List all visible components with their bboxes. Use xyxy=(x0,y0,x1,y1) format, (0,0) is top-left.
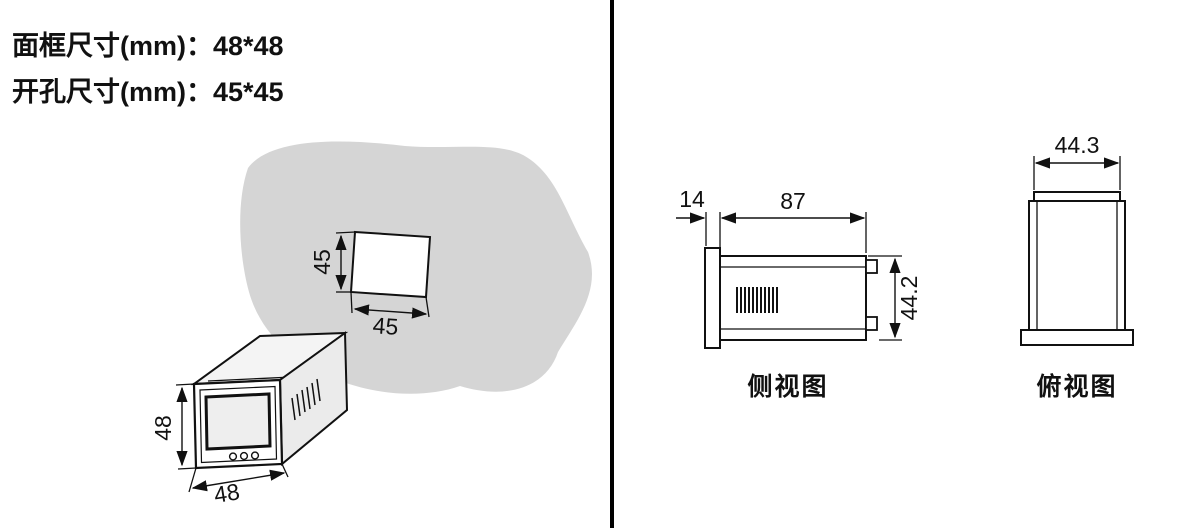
cutout-height-dimension: 45 xyxy=(309,231,356,293)
cutout-width-text: 45 xyxy=(372,312,399,340)
side-height-text: 44.2 xyxy=(896,276,922,321)
cutout-width-dimension: 45 xyxy=(350,291,430,340)
meter-3d xyxy=(190,331,349,470)
top-view-label: 俯视图 xyxy=(1036,372,1117,401)
flange-depth-text: 14 xyxy=(679,186,705,212)
cutout-height-text: 45 xyxy=(309,249,335,275)
side-view-terminal xyxy=(865,316,878,331)
top-width-dimension: 44.3 xyxy=(1033,132,1121,190)
side-height-dimension: 44.2 xyxy=(868,255,922,341)
panel-cutout xyxy=(349,230,432,299)
side-view-vents xyxy=(736,287,778,313)
side-view-label: 侧视图 xyxy=(747,372,828,401)
meter-button xyxy=(228,452,238,461)
body-length-dimension: 87 xyxy=(720,188,867,253)
flange-depth-dimension: 14 xyxy=(676,186,721,253)
meter-front-inner-frame xyxy=(199,385,278,464)
top-width-text: 44.3 xyxy=(1055,132,1100,158)
top-view-body xyxy=(1028,200,1126,331)
top-view-lip xyxy=(1033,191,1121,202)
meter-width-dimension: 48 xyxy=(188,463,289,508)
meter-button xyxy=(250,451,260,460)
side-view-terminal xyxy=(865,259,878,274)
meter-side-vents xyxy=(291,378,321,421)
top-view-flange xyxy=(1020,329,1134,346)
meter-top-seam xyxy=(207,376,293,382)
header-line-2: 开孔尺寸(mm)：45*45 xyxy=(12,77,284,107)
top-view: 44.3 俯视图 xyxy=(1020,132,1134,401)
body-length-text: 87 xyxy=(780,188,806,214)
meter-display xyxy=(204,392,272,451)
meter-width-text: 48 xyxy=(212,478,241,508)
side-view-flange xyxy=(704,247,721,349)
meter-height-dimension: 48 xyxy=(150,383,197,470)
side-view: 14 87 44.2 侧视图 xyxy=(676,186,922,401)
header-line-1: 面框尺寸(mm)：48*48 xyxy=(12,31,284,61)
meter-button xyxy=(239,451,249,461)
meter-height-text: 48 xyxy=(150,415,176,441)
